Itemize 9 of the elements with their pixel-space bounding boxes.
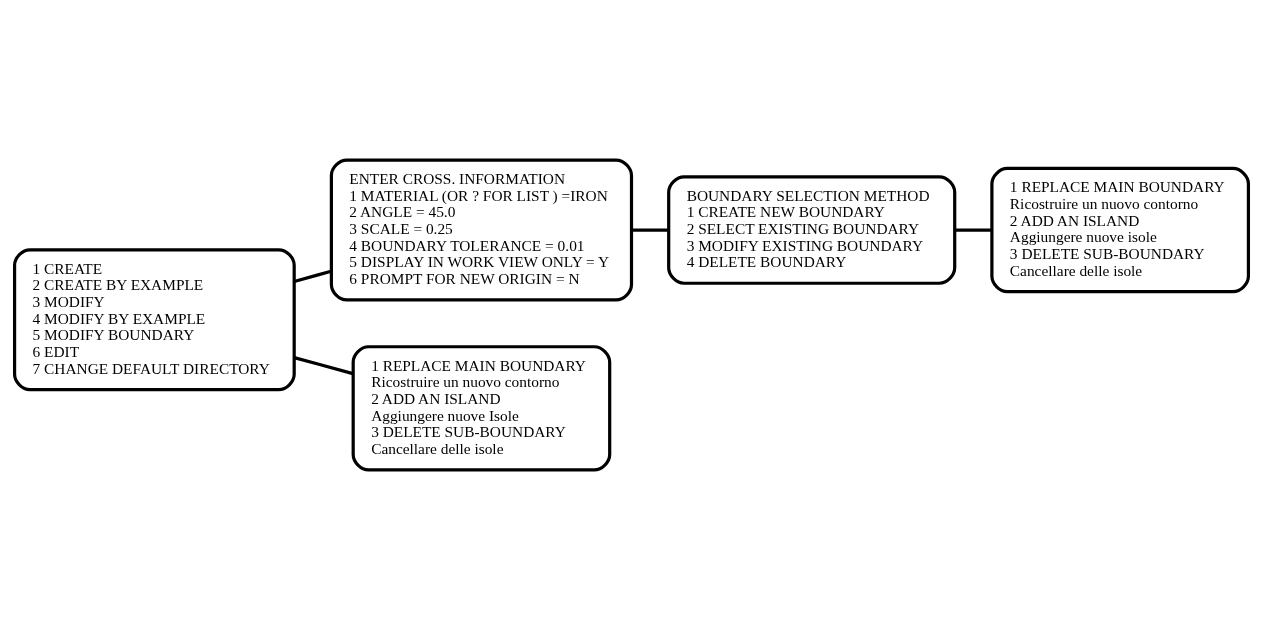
node-box: ENTER CROSS. INFORMATION 1 MATERIAL (OR ? FOR LIST ) =IRON 2 ANGLE = 45.0 3 SCALE = 0.25 4 BOUNDARY TOLERANCE = 0.01 5 DISPLAY IN WORK VIEW ONLY = Y 6 PROMPT FOR NEW ORIGIN = N [329,158,634,302]
node-box: 1 REPLACE MAIN BOUNDARY Ricostruire un nuovo contorno 2 ADD AN ISLAND Aggiungere nuove isole 3 DELETE SUB-BOUNDARY Cancellare delle isole [990,166,1250,294]
connector [293,269,332,283]
node-box: 1 REPLACE MAIN BOUNDARY Ricostruire un nuovo contorno 2 ADD AN ISLAND Aggiungere nuove Isole 3 DELETE SUB-BOUNDARY Cancellare delle isole [351,345,612,472]
connector [293,356,354,376]
node-box: 1 CREATE 2 CREATE BY EXAMPLE 3 MODIFY 4 MODIFY BY EXAMPLE 5 MODIFY BOUNDARY 6 EDIT 7 CHANGE DEFAULT DIRECTORY [13,248,296,392]
node-box: BOUNDARY SELECTION METHOD 1 CREATE NEW BOUNDARY 2 SELECT EXISTING BOUNDARY 3 MODIFY EXISTING BOUNDARY 4 DELETE BOUNDARY [667,175,957,285]
connector [631,228,669,232]
connector [954,228,992,232]
